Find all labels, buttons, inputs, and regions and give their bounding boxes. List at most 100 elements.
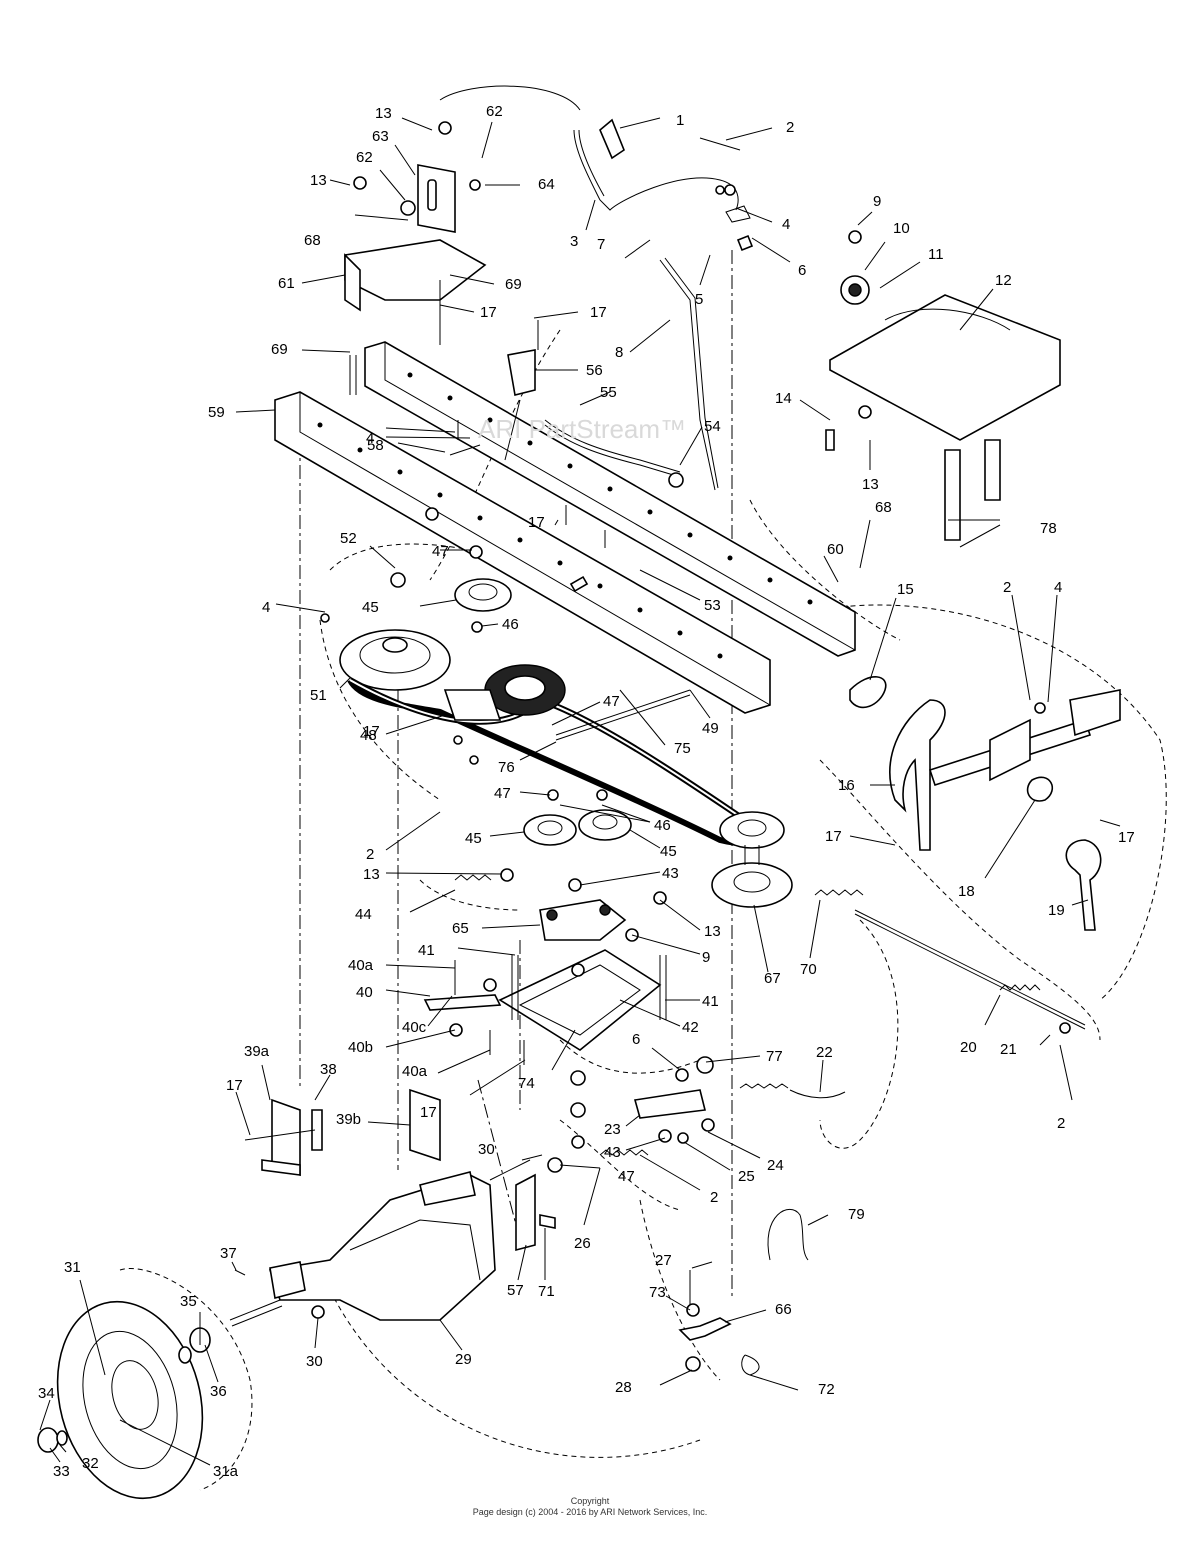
callout-53: 53 [704,597,721,614]
frame-rail-left [274,391,771,714]
callout-65: 65 [452,920,469,937]
callout-48: 48 [360,727,377,744]
callout-17a: 17 [480,304,497,321]
callout-45b: 45 [465,830,482,847]
callout-4: 4 [782,216,790,233]
callout-56: 56 [586,362,603,379]
watermark: ARI PartStream™ [478,414,686,444]
idler-pulley-large [484,664,566,716]
callout-69b: 69 [271,341,288,358]
callout-numbers: 1 2 3 4 5 6 7 8 9 10 11 12 13 13 13 13 1… [38,103,1135,1480]
callout-46a: 46 [502,616,519,633]
callout-38: 38 [320,1061,337,1078]
callout-13b: 13 [310,172,327,189]
idler-bracket [443,689,662,1051]
callout-7: 7 [597,236,605,253]
footer-page-design: Page design (c) 2004 - 2016 by ARI Netwo… [472,1507,708,1517]
callout-51: 51 [310,687,327,704]
callout-17b: 17 [590,304,607,321]
callout-75: 75 [674,740,691,757]
callout-2d: 2 [1057,1115,1065,1132]
callout-74: 74 [518,1075,535,1092]
callout-76: 76 [498,759,515,776]
springs [454,874,864,1156]
callout-49: 49 [702,720,719,737]
callout-39a: 39a [244,1043,270,1060]
engine-pulley [339,629,451,691]
callout-17e: 17 [825,828,842,845]
callout-4b: 4 [262,599,270,616]
callout-44: 44 [355,906,372,923]
callout-17f: 17 [1118,829,1135,846]
callout-36: 36 [210,1383,227,1400]
callout-13d: 13 [363,866,380,883]
callout-24: 24 [767,1157,784,1174]
assembly-lines [119,85,1167,1491]
callout-78: 78 [1040,520,1057,537]
callout-59: 59 [208,404,225,421]
callout-17c: 17 [528,514,545,531]
callout-40a2: 40a [402,1063,428,1080]
callout-17g: 17 [420,1104,437,1121]
callout-73: 73 [649,1284,666,1301]
footer-copyright: Copyright [570,1496,610,1506]
callout-30a: 30 [306,1353,323,1370]
callout-3: 3 [570,233,578,250]
callout-40a1: 40a [348,957,374,974]
callout-29: 29 [455,1351,472,1368]
callout-13a: 13 [375,105,392,122]
callout-47a: 47 [432,543,449,560]
callout-31: 31 [64,1259,81,1276]
callout-11: 11 [928,246,944,263]
callout-55: 55 [600,384,617,401]
callout-40b: 40b [348,1039,373,1056]
callout-13c: 13 [862,476,879,493]
callout-20: 20 [960,1039,977,1056]
callout-64: 64 [538,176,555,193]
seat-pan-bracket [825,230,1061,541]
callout-35: 35 [180,1293,197,1310]
callout-17d: 17 [363,723,380,740]
callout-2: 2 [786,119,794,136]
callout-70: 70 [800,961,817,978]
callout-68b: 68 [875,499,892,516]
callout-14: 14 [775,390,792,407]
shift-bracket [344,121,487,395]
callout-72: 72 [818,1381,835,1398]
callout-32: 32 [82,1455,99,1472]
callout-9: 9 [873,193,881,210]
callout-57: 57 [507,1282,524,1299]
callout-37: 37 [220,1245,237,1262]
callout-23: 23 [604,1121,621,1138]
callout-12: 12 [995,272,1012,289]
callout-17h: 17 [226,1077,243,1094]
callout-10: 10 [893,220,910,237]
rear-wheel [37,1300,211,1500]
callout-43b: 43 [604,1144,621,1161]
callout-67: 67 [764,970,781,987]
callout-8: 8 [615,344,623,361]
callout-54: 54 [704,418,721,435]
callout-15: 15 [897,581,914,598]
callout-41a: 41 [418,942,435,959]
callout-79: 79 [848,1206,865,1223]
callout-40: 40 [356,984,373,1001]
callout-45c: 45 [660,843,677,860]
callout-62b: 62 [356,149,373,166]
callout-47b: 47 [603,693,620,710]
callout-6: 6 [798,262,806,279]
callout-68a: 68 [304,232,321,249]
callout-4c: 4 [366,430,374,447]
callout-66: 66 [775,1301,792,1318]
callout-63: 63 [372,128,389,145]
callout-5: 5 [695,291,703,308]
callout-4d: 4 [1054,579,1062,596]
callout-46b: 46 [654,817,671,834]
callout-22: 22 [816,1044,833,1061]
callout-27: 27 [655,1252,672,1269]
callout-34: 34 [38,1385,55,1402]
frame-rail-right [364,341,856,657]
hardware [234,320,809,1376]
brake-rod [854,909,1086,1034]
